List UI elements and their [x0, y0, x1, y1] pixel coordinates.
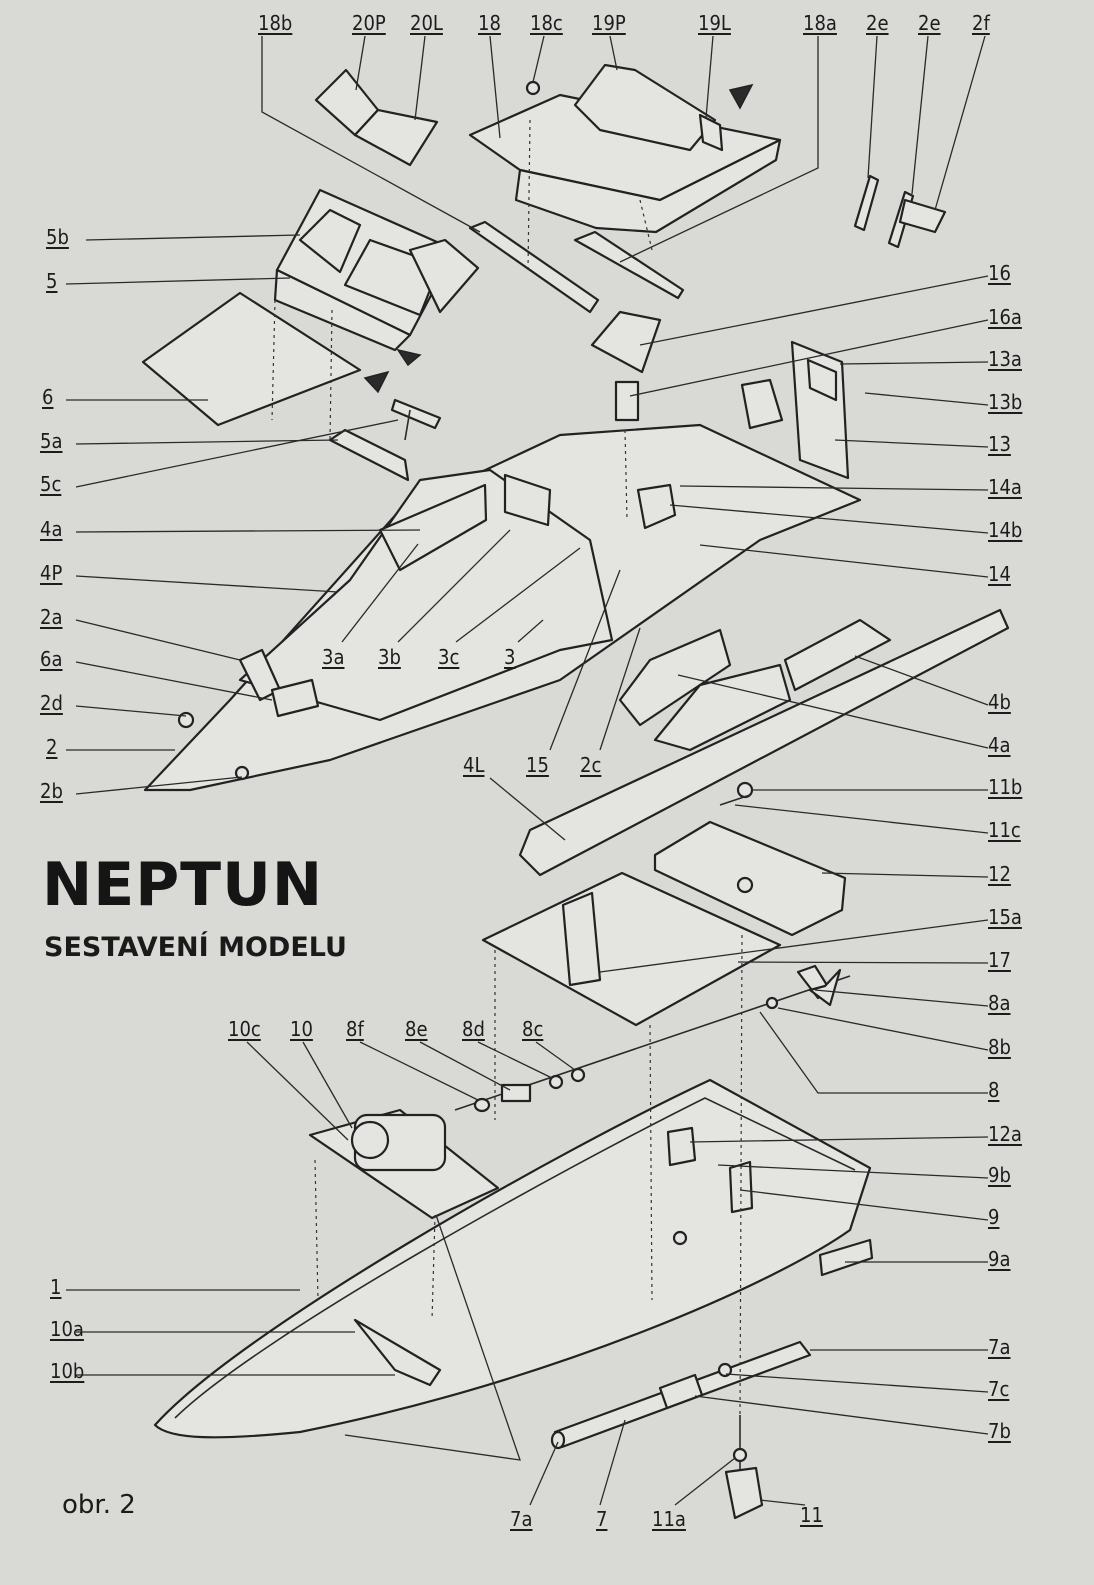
model-subtitle: SESTAVENÍ MODELU — [44, 932, 347, 963]
part-2e-2f-masts — [853, 174, 947, 249]
label-1: 1 — [50, 1275, 62, 1299]
label-7a-bottom: 7a — [510, 1507, 533, 1531]
part-18-cabin-top — [468, 63, 782, 234]
part-18a-18b-strips — [468, 220, 685, 314]
label-8: 8 — [988, 1078, 1000, 1102]
label-2: 2 — [46, 735, 58, 759]
label-5c: 5c — [40, 472, 62, 496]
label-10: 10 — [290, 1017, 313, 1041]
label-6a: 6a — [40, 647, 63, 671]
label-7: 7 — [596, 1507, 608, 1531]
label-18b: 18b — [258, 11, 293, 35]
label-10b: 10b — [50, 1359, 85, 1383]
label-19P: 19P — [592, 11, 626, 35]
label-20L: 20L — [410, 11, 443, 35]
label-11: 11 — [800, 1503, 823, 1527]
label-16: 16 — [988, 261, 1011, 285]
label-16a: 16a — [988, 305, 1022, 329]
label-3a: 3a — [322, 645, 345, 669]
label-3: 3 — [504, 645, 516, 669]
label-15a: 15a — [988, 905, 1022, 929]
part-11-rudder — [724, 1415, 764, 1520]
label-11c: 11c — [988, 818, 1021, 842]
label-4L: 4L — [463, 753, 485, 777]
assembly-guide-lines — [271, 119, 743, 1421]
label-8e: 8e — [405, 1017, 428, 1041]
label-2e-2: 2e — [918, 11, 941, 35]
label-14: 14 — [988, 562, 1011, 586]
part-5-windshield — [273, 188, 480, 367]
label-12: 12 — [988, 862, 1011, 886]
label-2d: 2d — [40, 691, 63, 715]
label-7c: 7c — [988, 1377, 1010, 1401]
label-3b: 3b — [378, 645, 401, 669]
label-14b: 14b — [988, 518, 1023, 542]
label-4P: 4P — [40, 561, 63, 585]
label-13b: 13b — [988, 390, 1023, 414]
part-1-hull — [153, 1078, 874, 1439]
label-4a-left: 4a — [40, 517, 63, 541]
label-7b: 7b — [988, 1419, 1011, 1443]
label-19L: 19L — [698, 11, 731, 35]
label-2a: 2a — [40, 605, 63, 629]
label-leader-lines — [65, 35, 989, 1506]
figure-reference: obr. 2 — [62, 1490, 136, 1520]
label-10a: 10a — [50, 1317, 84, 1341]
part-10-motor — [308, 1108, 500, 1220]
label-18: 18 — [478, 11, 501, 35]
label-8b: 8b — [988, 1035, 1011, 1059]
label-20P: 20P — [352, 11, 386, 35]
part-6-deck-plate — [141, 291, 390, 427]
label-8c: 8c — [522, 1017, 544, 1041]
label-18c: 18c — [530, 11, 563, 35]
part-13-door — [740, 340, 850, 480]
label-8f: 8f — [346, 1017, 364, 1041]
label-9a: 9a — [988, 1247, 1011, 1271]
label-13a: 13a — [988, 347, 1022, 371]
label-4a-right: 4a — [988, 733, 1011, 757]
part-16-hatch — [590, 310, 662, 422]
label-2c: 2c — [580, 753, 602, 777]
label-5a: 5a — [40, 429, 63, 453]
label-8d: 8d — [462, 1017, 485, 1041]
label-12a: 12a — [988, 1122, 1022, 1146]
label-18a: 18a — [803, 11, 837, 35]
part-4L-side-wall — [518, 608, 1010, 877]
model-title: NEPTUN — [42, 850, 324, 920]
label-8a: 8a — [988, 991, 1011, 1015]
label-9b: 9b — [988, 1163, 1011, 1187]
part-5a-5c-wheel — [328, 398, 442, 482]
label-5: 5 — [46, 269, 58, 293]
label-11a: 11a — [652, 1507, 686, 1531]
label-2e-1: 2e — [866, 11, 889, 35]
part-17-floor-plate — [481, 871, 782, 1027]
label-10c: 10c — [228, 1017, 261, 1041]
label-7a-right: 7a — [988, 1335, 1011, 1359]
label-11b: 11b — [988, 775, 1023, 799]
label-14a: 14a — [988, 475, 1022, 499]
label-9: 9 — [988, 1205, 1000, 1229]
label-5b: 5b — [46, 225, 69, 249]
label-4b: 4b — [988, 690, 1011, 714]
part-20-roof-plates — [314, 68, 439, 167]
label-17: 17 — [988, 948, 1011, 972]
label-15: 15 — [526, 753, 549, 777]
label-13: 13 — [988, 432, 1011, 456]
label-6: 6 — [42, 385, 54, 409]
part-8-shaft-propeller — [454, 964, 851, 1113]
label-3c: 3c — [438, 645, 460, 669]
part-12-rear-deck — [653, 781, 847, 937]
label-2b: 2b — [40, 779, 63, 803]
label-2f: 2f — [972, 11, 990, 35]
part-7-stern-tube — [550, 1340, 812, 1450]
